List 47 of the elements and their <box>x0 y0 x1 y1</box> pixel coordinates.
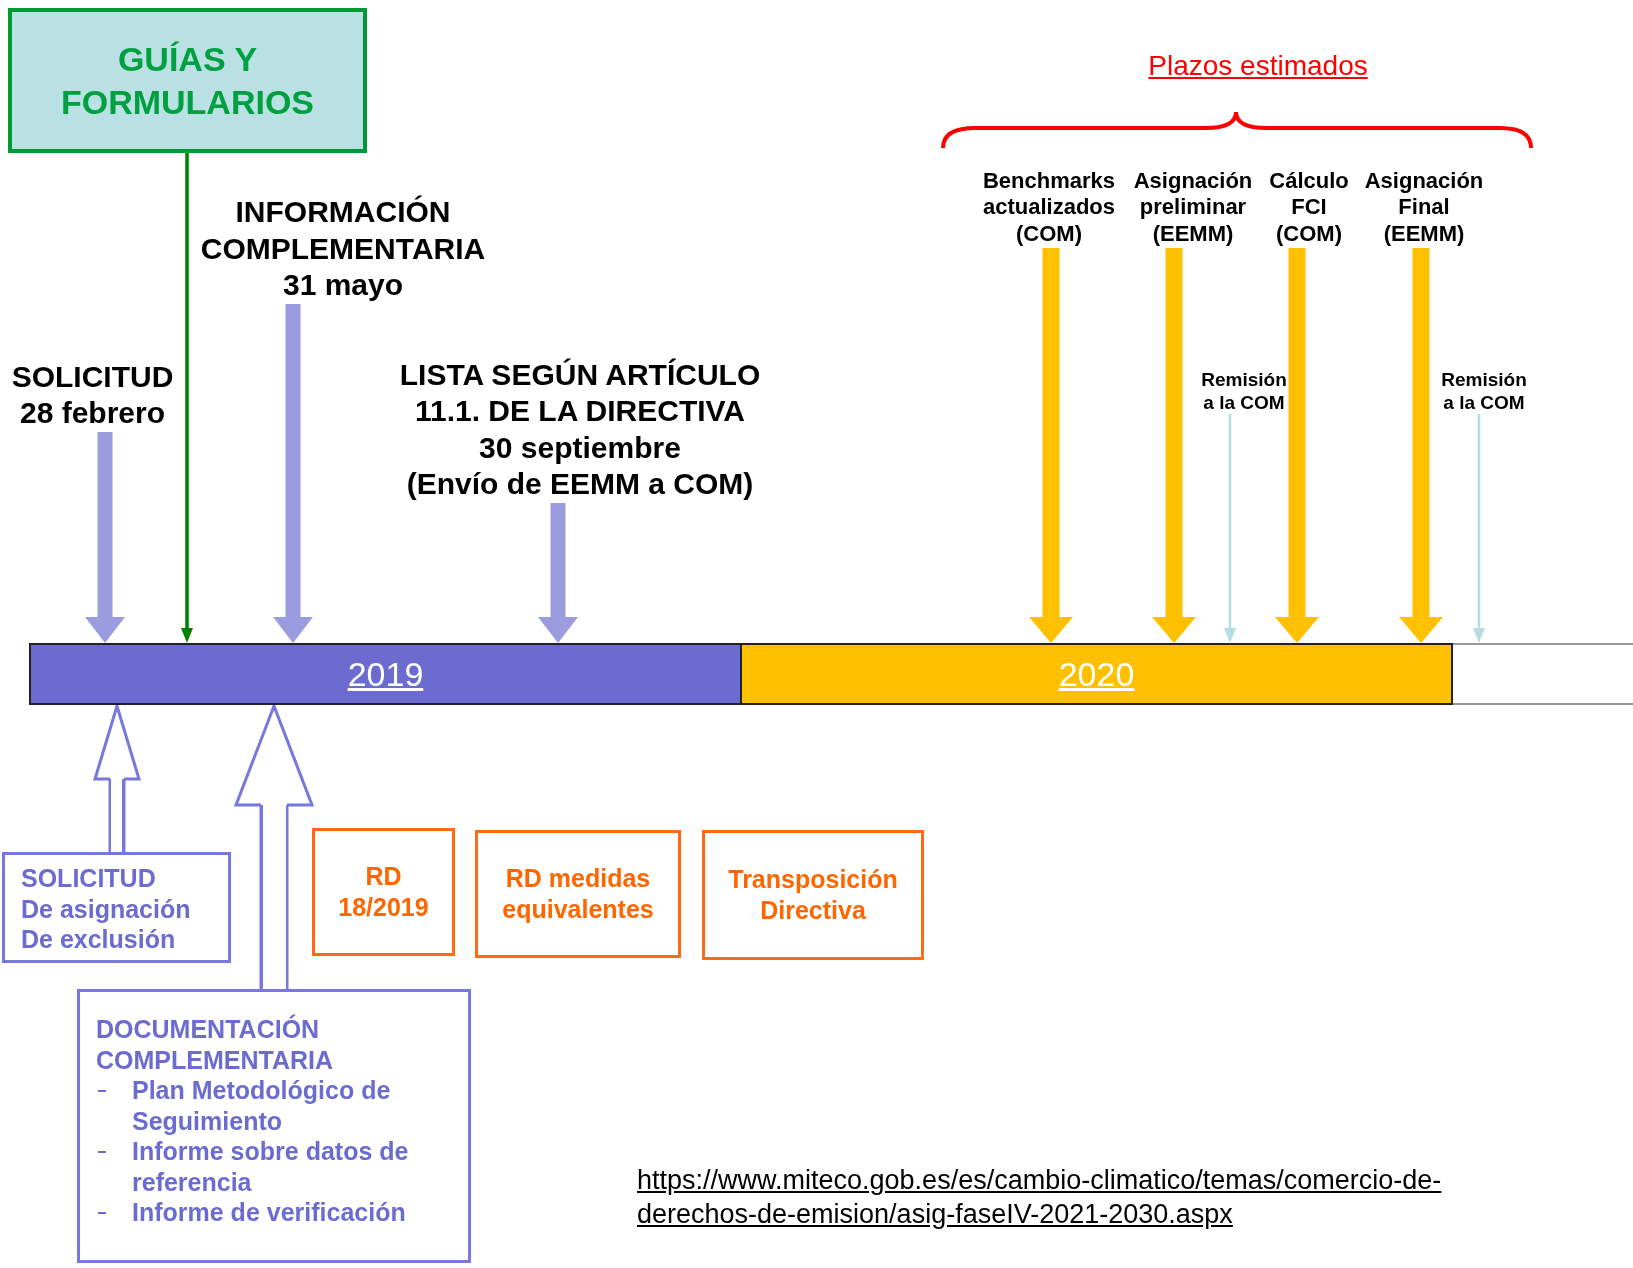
arrow <box>1275 248 1319 643</box>
guide-box <box>8 8 367 153</box>
box-text: RD medidas equivalentes <box>501 862 655 925</box>
box-text: De asignación <box>21 893 192 924</box>
milestone-label: (Envío de EEMM a COM) <box>405 466 755 503</box>
box-text: De exclusión <box>21 924 177 955</box>
year-label: 2019 <box>347 654 424 694</box>
arrow <box>1029 248 1073 643</box>
list-item: Informe sobre datos de referencia <box>132 1136 410 1197</box>
arrow <box>273 304 313 643</box>
milestone-label: INFORMACIÓN COMPLEMENTARIA <box>199 194 487 267</box>
box-heading: DOCUMENTACIÓN COMPLEMENTARIA <box>96 1014 335 1075</box>
timeline-segment <box>29 643 742 705</box>
regulation-box <box>475 830 681 958</box>
list-item: Informe de verificación <box>132 1197 407 1228</box>
milestone-label: SOLICITUD <box>10 358 175 395</box>
box-text: SOLICITUD <box>21 863 157 894</box>
step-label: Cálculo FCI (COM) <box>1268 167 1350 248</box>
timeline-segment <box>1453 643 1633 705</box>
milestone-label: LISTA SEGÚN ARTÍCULO 11.1. DE LA DIRECTIVA <box>398 356 762 430</box>
source-link: https://www.miteco.gob.es/es/cambio-climatico/temas/comercio-de-derechos-de-emision/asig-faseIV-2021-2030.aspx <box>637 1164 1443 1231</box>
note-label: Remisión a la COM <box>1440 367 1528 414</box>
box-text: RD 18/2019 <box>337 860 430 923</box>
arrow <box>1473 414 1485 643</box>
step-label: Asignación preliminar (EEMM) <box>1132 167 1254 248</box>
regulation-box <box>312 828 455 956</box>
arrow <box>1224 414 1236 643</box>
year-label: 2020 <box>1058 654 1135 694</box>
timeline-segment <box>742 643 1453 705</box>
regulation-box <box>702 830 924 960</box>
milestone-label: 30 septiembre <box>478 429 682 466</box>
section-heading: Plazos estimados <box>1148 50 1368 82</box>
arrow <box>181 153 193 643</box>
step-label: Benchmarks actualizados (COM) <box>981 167 1117 248</box>
milestone-label: 31 mayo <box>281 267 405 304</box>
step-label: Asignación Final (EEMM) <box>1363 167 1485 248</box>
note-label: Remisión a la COM <box>1200 367 1288 414</box>
arrow <box>1152 248 1196 643</box>
arrow <box>538 503 578 643</box>
arrow <box>1399 248 1443 643</box>
arrow <box>85 432 125 643</box>
list-item: Plan Metodológico de Seguimiento <box>132 1075 392 1136</box>
box-text: Transposición Directiva <box>727 863 899 926</box>
box-title: GUÍAS Y FORMULARIOS <box>59 39 316 123</box>
callout-box <box>77 989 471 1263</box>
callout-box <box>2 852 231 963</box>
milestone-label: 28 febrero <box>18 395 167 432</box>
